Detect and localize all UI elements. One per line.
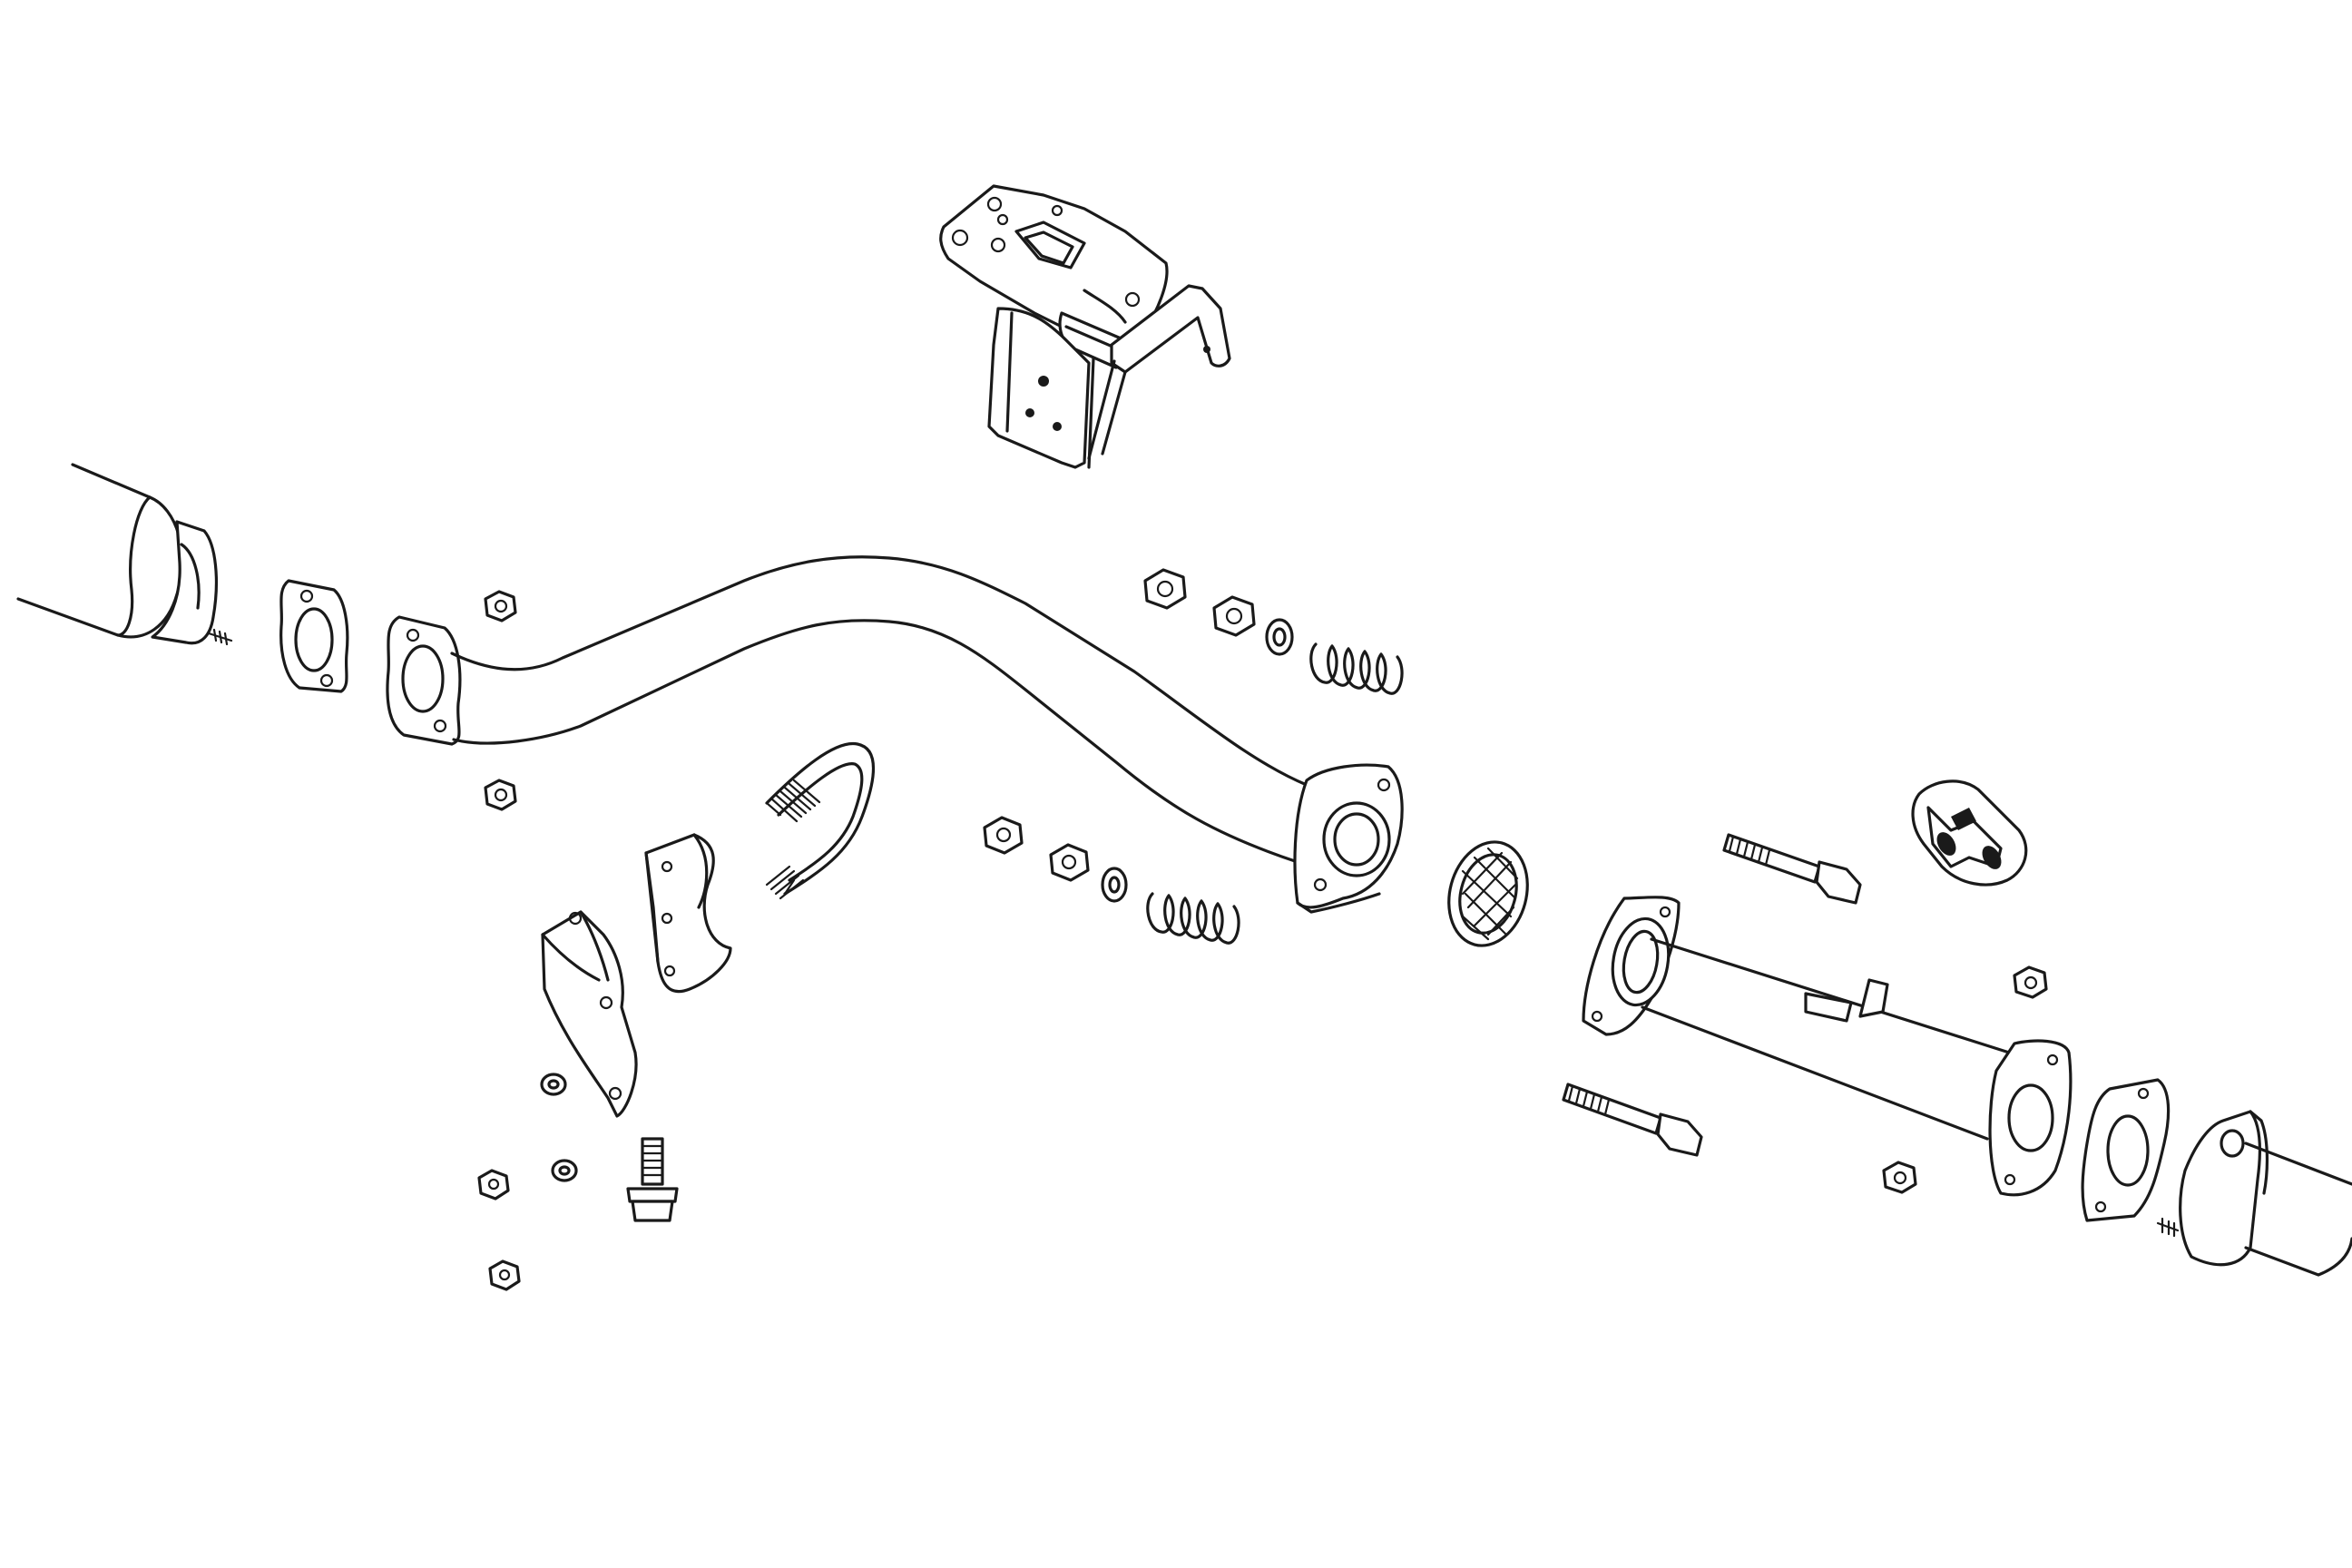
rubber-hanger-mount — [1911, 779, 2028, 887]
hex-nut — [1212, 595, 1256, 637]
donut-seal-ring — [1447, 840, 1529, 947]
u-bolt — [765, 741, 875, 900]
washer — [1101, 867, 1128, 903]
hex-nut — [488, 1259, 521, 1291]
catalytic-converter-gasket — [2081, 1078, 2171, 1222]
flange-nut — [1882, 1161, 1917, 1194]
flange-bolt — [626, 1137, 679, 1222]
hex-nut — [477, 1169, 510, 1200]
muffler-gasket — [279, 579, 349, 693]
lock-washer — [540, 1073, 567, 1096]
long-bolt — [1562, 1083, 1703, 1157]
flange-nut — [484, 779, 517, 811]
transmission-mount-bracket — [939, 184, 1231, 469]
catalytic-converter — [2156, 1110, 2352, 1277]
flange-nut — [484, 590, 517, 622]
lock-washer — [551, 1159, 578, 1182]
spring — [1309, 642, 1404, 695]
long-bolt — [1722, 833, 1862, 905]
washer — [1265, 618, 1294, 656]
u-bolt-clamp-bracket — [644, 833, 732, 994]
front-pipe — [1582, 896, 2073, 1197]
hex-nut — [983, 816, 1024, 855]
rear-muffler — [16, 463, 233, 646]
flange-nut — [2013, 965, 2048, 999]
hanger-bracket — [541, 910, 638, 1118]
hex-nut — [1143, 568, 1187, 610]
spring — [1146, 892, 1240, 945]
hex-nut — [1049, 843, 1090, 882]
intermediate-pipe — [386, 555, 1404, 914]
